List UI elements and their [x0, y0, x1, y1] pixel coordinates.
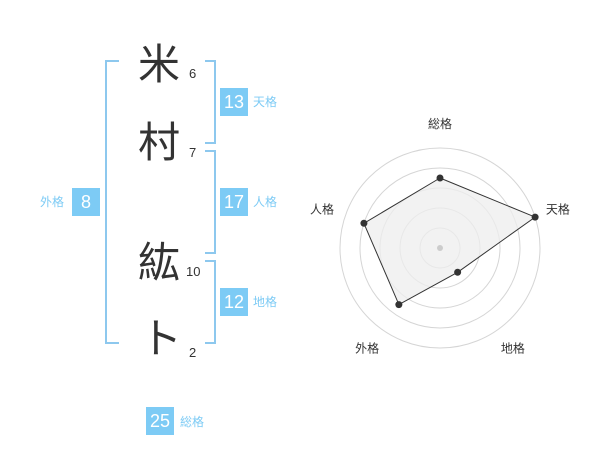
soukaku-value-badge: 25	[146, 407, 174, 435]
name-char-1: 米	[138, 40, 181, 89]
name-char-2: 村	[138, 118, 181, 167]
name-char-3: 紘	[138, 238, 181, 287]
jinkaku-bracket	[205, 150, 216, 254]
radar-outline	[363, 177, 537, 306]
tenkaku-bracket	[205, 60, 216, 144]
stroke-count-3: 10	[186, 264, 201, 279]
name-char-4: ト	[140, 314, 183, 363]
soukaku-label: 総格	[180, 415, 205, 429]
radar-axis-label: 天格	[546, 202, 570, 217]
radar-point-4	[395, 301, 403, 309]
radar-axis-label: 人格	[310, 202, 334, 217]
stroke-count-2: 7	[189, 145, 197, 160]
radar-grid-ring	[339, 147, 541, 349]
jinkaku-label: 人格	[253, 195, 278, 209]
radar-axis-label: 外格	[355, 340, 379, 355]
radar-point-3	[454, 268, 462, 276]
radar-points	[360, 174, 539, 309]
stroke-count-4: 2	[189, 345, 197, 360]
chikaku-value-badge: 12	[220, 288, 248, 316]
gaikaku-label: 外格	[40, 195, 65, 209]
radar-point-1	[436, 174, 444, 182]
gaikaku-value-badge: 8	[72, 188, 100, 216]
gaikaku-bracket	[105, 60, 119, 344]
jinkaku-value-badge: 17	[220, 188, 248, 216]
chikaku-label: 地格	[253, 295, 278, 309]
radar-grid-ring	[359, 167, 521, 329]
tenkaku-label: 天格	[253, 95, 278, 109]
radar-area	[363, 178, 536, 305]
radar-axis-label: 地格	[501, 340, 525, 355]
stroke-count-1: 6	[189, 66, 197, 81]
radar-axis-label: 総格	[428, 116, 452, 131]
radar-center-dot	[437, 245, 443, 251]
radar-point-5	[360, 219, 368, 227]
radar-point-2	[531, 213, 539, 221]
chikaku-bracket	[205, 260, 216, 344]
tenkaku-value-badge: 13	[220, 88, 248, 116]
